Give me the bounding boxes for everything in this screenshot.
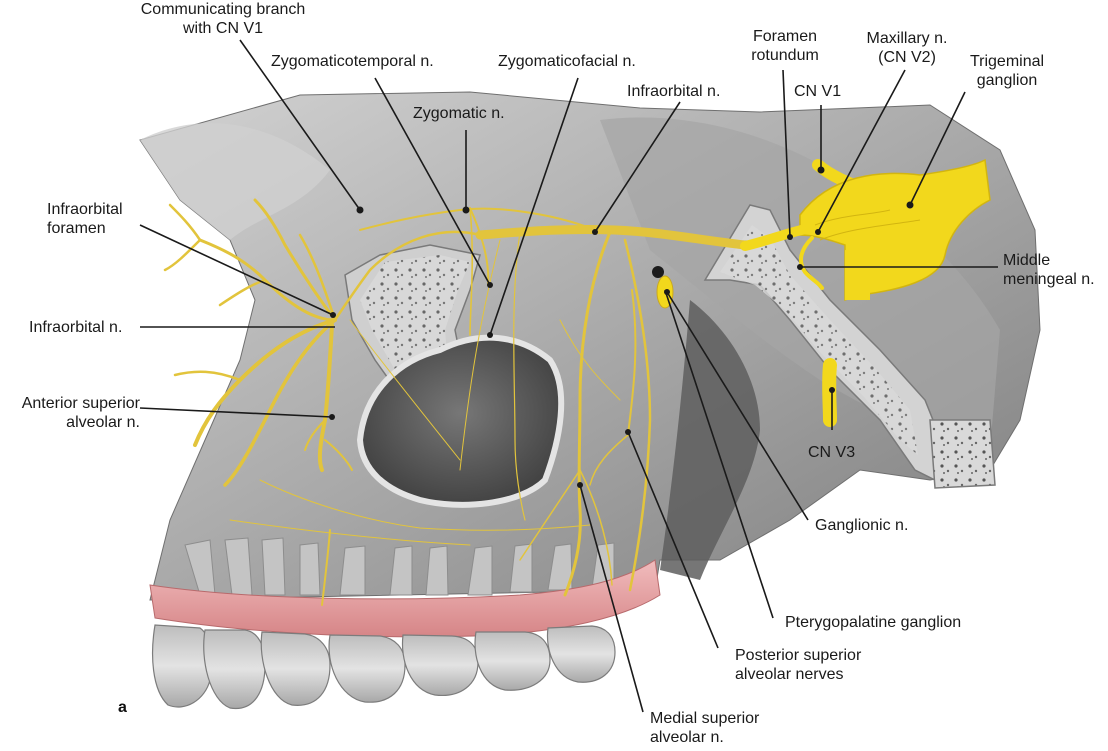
label-infraorbital-foramen: Infraorbital foramen xyxy=(47,201,123,237)
panel-letter: a xyxy=(118,699,127,716)
label-zygomaticofacial-nerve: Zygomaticofacial n. xyxy=(498,53,636,70)
label-infraorbital-nerve-top: Infraorbital n. xyxy=(627,83,721,100)
tooth-roots xyxy=(184,537,615,596)
label-communicating-branch: Communicating branch with CN V1 xyxy=(140,1,306,37)
label-medial-superior-alveolar-nerve: Medial superior alveolar n. xyxy=(650,710,760,746)
sphenoid-bone-section xyxy=(703,204,996,489)
middle-meningeal-nerve xyxy=(798,236,824,290)
maxillary-nerve-root xyxy=(740,223,815,251)
label-maxillary-nerve: Maxillary n. (CN V2) xyxy=(866,30,948,66)
label-zygomaticotemporal-nerve: Zygomaticotemporal n. xyxy=(271,53,434,70)
label-posterior-superior-alveolar-nerves: Posterior superior alveolar nerves xyxy=(735,647,862,683)
zygomatic-nerve-path xyxy=(359,207,601,233)
posterior-superior-alveolar-nerve xyxy=(623,238,652,592)
label-cn-v3: CN V3 xyxy=(808,444,856,461)
label-anterior-superior-alveolar-nerve: Anterior superior alveolar n. xyxy=(21,395,140,431)
maxillary-nerve-trunk xyxy=(475,224,750,250)
medial-superior-alveolar-nerve xyxy=(563,230,612,597)
cn-v3-nerve xyxy=(822,358,837,427)
maxillary-sinus xyxy=(356,334,565,508)
label-trigeminal-ganglion: Trigeminal ganglion xyxy=(969,53,1045,89)
label-cn-v1: CN V1 xyxy=(794,83,842,100)
label-pterygopalatine-ganglion: Pterygopalatine ganglion xyxy=(785,614,962,631)
leader-lines xyxy=(139,39,998,713)
label-foramen-rotundum: Foramen rotundum xyxy=(751,28,819,64)
label-zygomatic-nerve: Zygomatic n. xyxy=(413,105,505,122)
label-ganglionic-nerve: Ganglionic n. xyxy=(815,517,909,534)
trigeminal-ganglion xyxy=(799,158,991,302)
label-infraorbital-nerve-left: Infraorbital n. xyxy=(29,319,123,336)
teeth-crowns xyxy=(151,624,616,710)
leader-dots xyxy=(329,166,914,488)
nerve-network xyxy=(163,159,876,606)
label-middle-meningeal-nerve: Middle meningeal n. xyxy=(1003,252,1095,288)
infraorbital-nerve-path xyxy=(333,230,482,322)
